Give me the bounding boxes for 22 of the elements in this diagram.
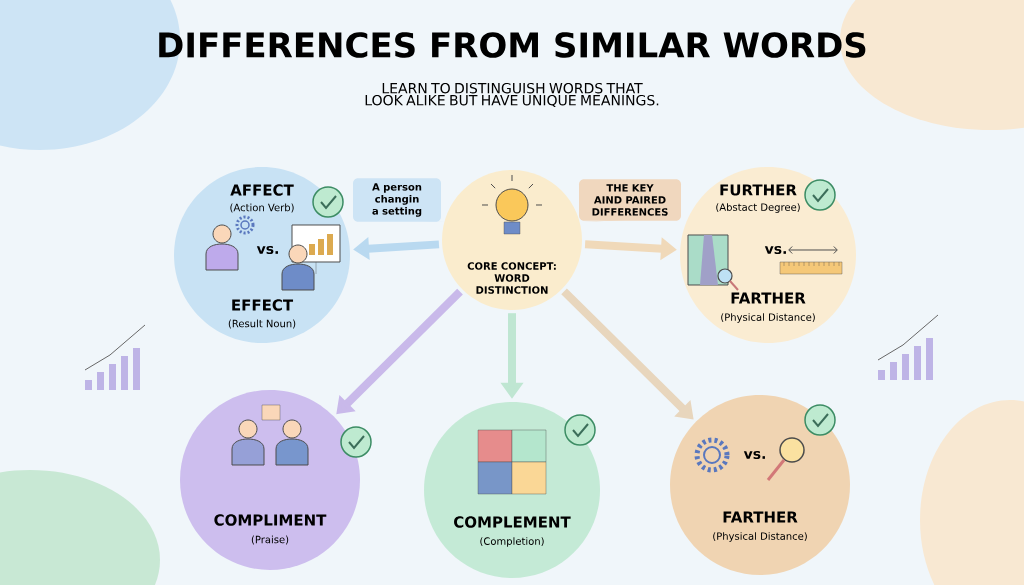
speech-bubble: THE KEY AIND PAIRED DIFFERENCES xyxy=(579,179,681,222)
subtitle: LEARN TO DISTINGUISH WORDS THAT LOOK ALIKE BUT HAVE UNIQUE MEANINGS. xyxy=(365,82,659,108)
node-text: CORE CONCEPT: WORD DISTINCTION xyxy=(467,262,556,294)
node-text: vs. xyxy=(743,450,765,459)
node-text: (Physical Distance) xyxy=(713,532,807,542)
node-text: (Praise) xyxy=(251,535,289,545)
node-text: FARTHER xyxy=(731,292,806,304)
node-text: COMPLIMENT xyxy=(214,514,327,526)
node-text: FARTHER xyxy=(723,511,798,523)
node-text: EFFECT xyxy=(232,299,294,311)
node-text: FURTHER xyxy=(720,184,797,196)
title: DIFFERENCES FROM SIMILAR WORDS xyxy=(159,32,866,58)
node-text: (Action Verb) xyxy=(230,203,294,213)
node-text: vs. xyxy=(256,245,278,254)
node-text: (Physical Distance) xyxy=(721,313,815,323)
node-text: vs. xyxy=(764,245,786,254)
node-text: (Completion) xyxy=(480,537,544,547)
node-text: AFFECT xyxy=(230,184,294,196)
node-text: (Abstact Degree) xyxy=(716,203,800,213)
speech-bubble: A person changin a setting xyxy=(353,178,445,222)
node-text: COMPLEMENT xyxy=(454,516,571,528)
node-text: (Result Noun) xyxy=(228,319,296,329)
